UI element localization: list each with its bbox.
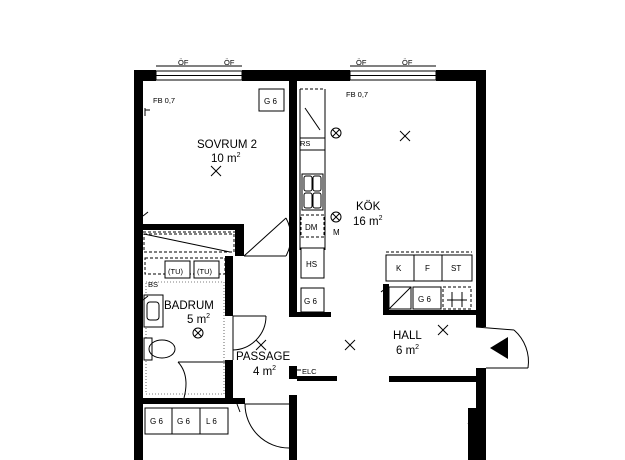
window-label-4: ÖF [402,58,413,67]
bedroom-fixtures [143,88,285,253]
hall-name: HALL [393,330,422,342]
windows [155,65,437,81]
bathroom-tu-2: (TU) [197,267,212,276]
wardrobe-k: K [396,264,402,273]
doors [232,217,529,449]
fb-label-right: FB 0,7 [346,90,368,99]
bathroom-name: BADRUM [164,300,214,312]
kitchen-light-icon [399,130,411,142]
passage-light-icon [255,339,267,351]
bathroom-area: 5 m2 [187,313,210,326]
passage-area: 4 m2 [253,365,276,378]
bathroom-tu-1: (TU) [168,267,183,276]
kitchen-dm: DM [305,223,318,232]
kitchen-name: KÖK [356,201,381,213]
bedroom-area: 10 m2 [211,152,241,165]
kitchen-rs: RS [300,139,310,148]
bedroom-light-icon [210,165,222,177]
bedroom-name: SOVRUM 2 [197,139,257,151]
bathroom-light-icon [192,327,204,339]
kitchen-hs: HS [306,260,317,269]
wardrobe-st: ST [451,264,461,273]
fb-label-left: FB 0,7 [153,96,175,105]
storage-g6-1: G 6 [150,417,163,426]
elc-label: ELC [302,367,317,376]
bathroom-bs: BS [148,280,158,289]
kitchen-m: M [333,228,340,237]
bathroom-fixtures [143,257,226,399]
socket-markers [142,211,473,425]
hall-light-icon [344,339,356,351]
kitchen-counter [299,88,326,313]
storage-g6-2: G 6 [177,417,190,426]
storage-l6: L 6 [206,417,217,426]
window-label-1: ÖF [178,58,189,67]
hall-area: 6 m2 [396,344,419,357]
window-label-2: ÖF [224,58,235,67]
entrance-arrow-icon [490,337,508,359]
wardrobe-f: F [425,264,430,273]
hall-g6: G 6 [418,295,431,304]
passage-name: PASSAGE [236,351,290,363]
kitchen-g6: G 6 [304,297,317,306]
hall-light-icon-2 [437,324,449,336]
hall-wardrobes [385,251,473,310]
kitchen-area: 16 m2 [353,215,383,228]
kitchen-ceiling-light-icon [330,127,342,139]
window-label-3: ÖF [356,58,367,67]
bathroom-storage [144,407,229,435]
kitchen-light-icon-2 [330,211,342,223]
walls [134,70,486,460]
bedroom-g6: G 6 [264,97,277,106]
